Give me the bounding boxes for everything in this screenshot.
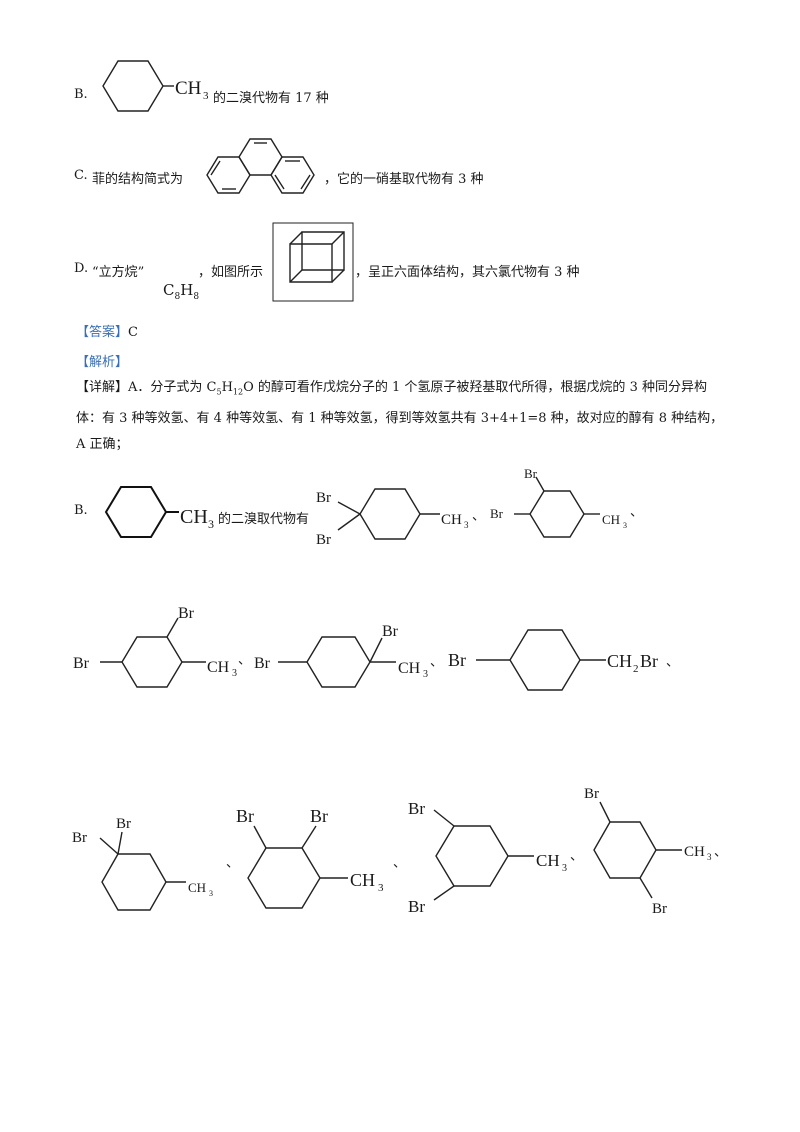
svg-text:3: 3	[464, 520, 469, 530]
cubane-formula: C8H8	[163, 281, 200, 302]
svg-text:3: 3	[209, 889, 213, 898]
svg-text:、: 、	[630, 504, 643, 519]
svg-text:Br: Br	[316, 490, 331, 506]
svg-text:、: 、	[238, 652, 250, 667]
part-b-text: 的二溴取代物有	[218, 512, 310, 527]
svg-text:CH: CH	[350, 870, 375, 890]
svg-text:、: 、	[714, 844, 727, 859]
option-c-text1: 菲的结构简式为	[92, 172, 184, 187]
svg-text:3: 3	[562, 863, 567, 874]
svg-text:CH: CH	[607, 651, 632, 671]
svg-text:3: 3	[378, 882, 384, 894]
option-b-letter: B.	[74, 87, 88, 102]
svg-text:Br: Br	[72, 830, 87, 846]
svg-text:Br: Br	[178, 605, 195, 622]
svg-text:Br: Br	[316, 532, 331, 548]
svg-text:、: 、	[430, 654, 443, 669]
isomer-2-structure: Br Br CH 3 、	[490, 466, 643, 538]
svg-text:Br: Br	[116, 816, 131, 832]
isomer-9-structure: Br Br CH 3 、	[584, 786, 727, 917]
svg-text:Br: Br	[310, 806, 328, 826]
svg-text:3: 3	[232, 668, 237, 679]
svg-text:CH: CH	[180, 506, 208, 528]
option-d-text2: ，如图所示	[198, 265, 264, 280]
svg-text:Br: Br	[254, 655, 271, 672]
answer-line: 【答案】C	[76, 321, 138, 340]
ch3-label: CH	[175, 78, 202, 99]
svg-text:3: 3	[707, 852, 712, 862]
option-c-letter: C.	[74, 168, 88, 183]
svg-text:3: 3	[203, 90, 209, 102]
isomer-5-structure: Br CH 2 Br 、	[448, 629, 679, 691]
svg-text:Br: Br	[652, 901, 667, 917]
isomer-4-structure: Br Br CH 3 、	[254, 623, 443, 688]
svg-text:Br: Br	[236, 806, 254, 826]
svg-text:3: 3	[623, 521, 627, 530]
option-d-letter: D.	[74, 261, 89, 276]
svg-text:CH: CH	[398, 660, 421, 677]
isomer-8-structure: Br Br CH 3 、	[408, 799, 583, 916]
svg-text:3: 3	[208, 517, 214, 531]
svg-text:3: 3	[423, 669, 428, 680]
option-d-text1: “立方烷”	[92, 265, 145, 280]
phenanthrene-structure	[206, 138, 315, 194]
svg-text:CH: CH	[207, 659, 230, 676]
svg-text:2: 2	[633, 663, 639, 675]
isomer-3-structure: Br Br CH 3 、	[73, 605, 250, 688]
svg-text:CH: CH	[536, 851, 560, 870]
svg-text:Br: Br	[640, 651, 658, 671]
answer-value: C	[128, 325, 138, 340]
methylcyclohexane-structure: CH 3	[102, 60, 209, 112]
svg-text:CH: CH	[188, 880, 206, 895]
option-c-text2: ，它的一硝基取代物有 3 种	[324, 172, 484, 187]
svg-text:Br: Br	[382, 623, 399, 640]
detail-label: 【详解】	[76, 380, 129, 395]
svg-text:Br: Br	[490, 506, 504, 521]
isomer-1-structure: Br Br CH 3 、	[316, 488, 485, 548]
option-b-text: 的二溴代物有 17 种	[213, 91, 329, 106]
part-b-letter: B.	[74, 503, 88, 518]
detail-paragraph: 【详解】A．分子式为 C5H12O 的醇可看作戊烷分子的 1 个氢原子被羟基取代…	[76, 380, 724, 452]
svg-text:Br: Br	[73, 655, 90, 672]
option-d-text3: ，呈正六面体结构，其六氯代物有 3 种	[355, 265, 580, 280]
svg-text:Br: Br	[448, 650, 466, 670]
svg-text:、: 、	[666, 654, 679, 669]
svg-text:Br: Br	[408, 799, 425, 818]
separator-1: 、	[226, 856, 240, 871]
part-b-methylcyclohexane: CH 3	[104, 486, 214, 538]
svg-text:、: 、	[472, 508, 485, 523]
answer-label: 【答案】	[76, 325, 129, 340]
analysis-label: 【解析】	[76, 355, 129, 370]
svg-text:CH: CH	[441, 512, 462, 528]
isomer-7-structure: Br Br CH 3	[236, 806, 384, 909]
svg-text:CH: CH	[602, 512, 620, 527]
cubane-structure	[272, 222, 354, 302]
svg-text:、: 、	[570, 848, 583, 863]
isomer-6-structure: Br Br CH 3	[72, 816, 213, 911]
svg-text:CH: CH	[684, 844, 705, 860]
svg-text:Br: Br	[524, 466, 538, 481]
svg-text:Br: Br	[408, 897, 425, 916]
separator-2: 、	[393, 856, 407, 871]
svg-text:Br: Br	[584, 786, 599, 802]
